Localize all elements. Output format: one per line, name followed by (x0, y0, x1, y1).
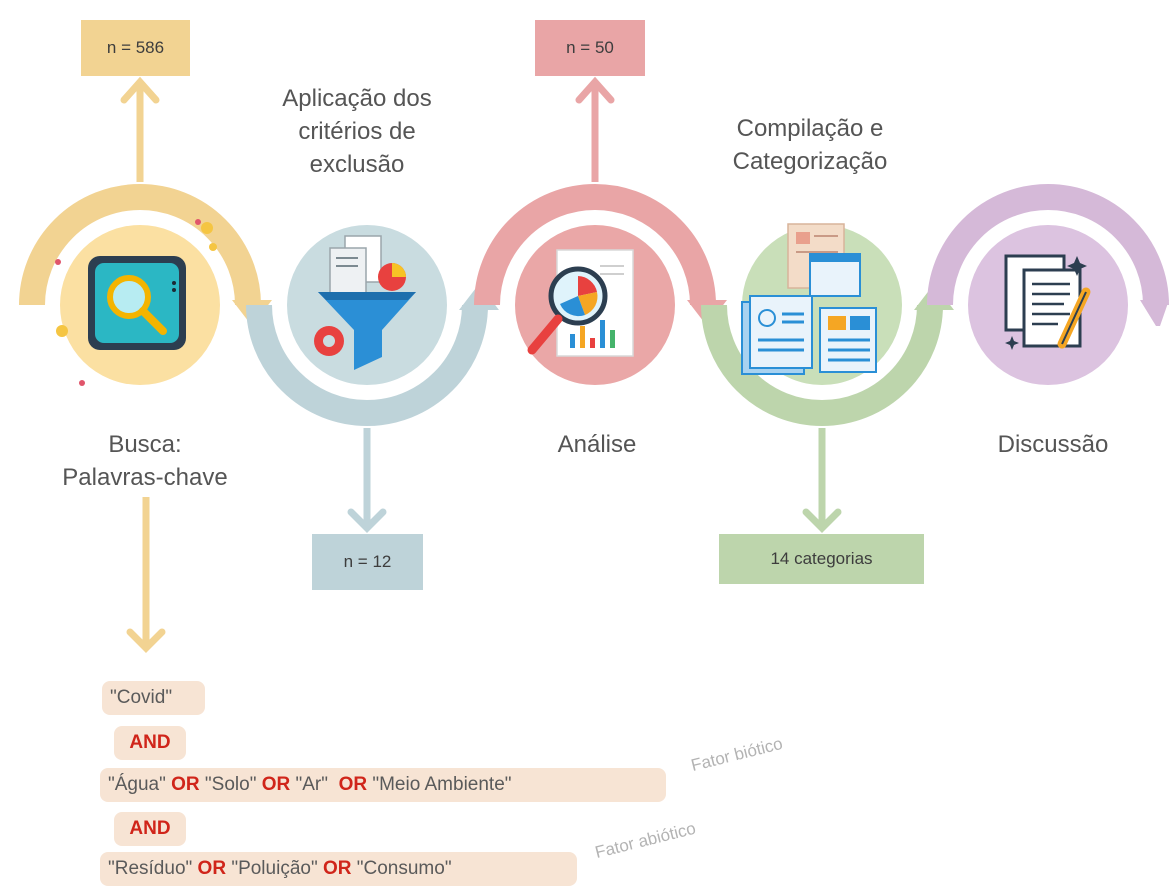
analysis-count: n = 50 (566, 38, 614, 57)
query-abiotic-terms: "Resíduo" OR "Poluição" OR "Consumo" (100, 852, 577, 886)
query-operator-or: OR (338, 774, 368, 795)
query-operator-or: OR (322, 858, 352, 879)
query-term: "Resíduo" (108, 858, 198, 879)
query-term: "Poluição" (226, 858, 323, 879)
stage-label-discussion: Discussão (997, 431, 1109, 458)
arrow-to-categories (802, 428, 842, 533)
filter-funnel-icon (314, 235, 416, 370)
query-term: "Consumo" (351, 858, 452, 879)
query-term: "Ar" (290, 774, 339, 795)
query-operator-or: OR (261, 774, 291, 795)
categories-count-box: 14 categorias (719, 534, 924, 584)
decorative-dots (55, 219, 217, 386)
query-operator-or: OR (171, 774, 200, 795)
stage-label-analysis: Análise (557, 431, 637, 458)
analysis-count-box: n = 50 (535, 20, 645, 76)
query-term-covid: "Covid" (102, 681, 205, 715)
analysis-report-icon (527, 249, 634, 357)
stage-label-compilation: Compilação e Categorização (732, 115, 888, 175)
stage-label-exclusion: Aplicação dos critérios de exclusão (282, 85, 432, 178)
exclusion-count: n = 12 (343, 552, 392, 571)
stage-label-search: Busca: Palavras-chave (62, 431, 228, 491)
discussion-notes-icon (1004, 254, 1091, 350)
documents-icon (741, 223, 877, 375)
query-operator-and-1: AND (114, 726, 186, 760)
query-term: "Meio Ambiente" (367, 774, 512, 795)
arrow-to-search-count (120, 76, 160, 182)
query-term: "Água" (108, 774, 172, 795)
arrow-to-exclusion-count (347, 428, 387, 533)
query-operator-or: OR (197, 858, 227, 879)
arrow-to-analysis-count (575, 76, 615, 182)
query-biotic-terms: "Água" OR "Solo" OR "Ar" OR "Meio Ambien… (100, 768, 666, 802)
categories-count: 14 categorias (770, 549, 873, 568)
exclusion-count-box: n = 12 (312, 534, 423, 590)
ring-arc-discussion (927, 184, 1169, 326)
query-term: "Solo" (199, 774, 262, 795)
query-operator-and-2: AND (114, 812, 186, 846)
search-count-box: n = 586 (81, 20, 190, 76)
arrow-to-keywords (126, 497, 166, 653)
search-count: n = 586 (106, 38, 165, 57)
search-icon (88, 256, 186, 350)
